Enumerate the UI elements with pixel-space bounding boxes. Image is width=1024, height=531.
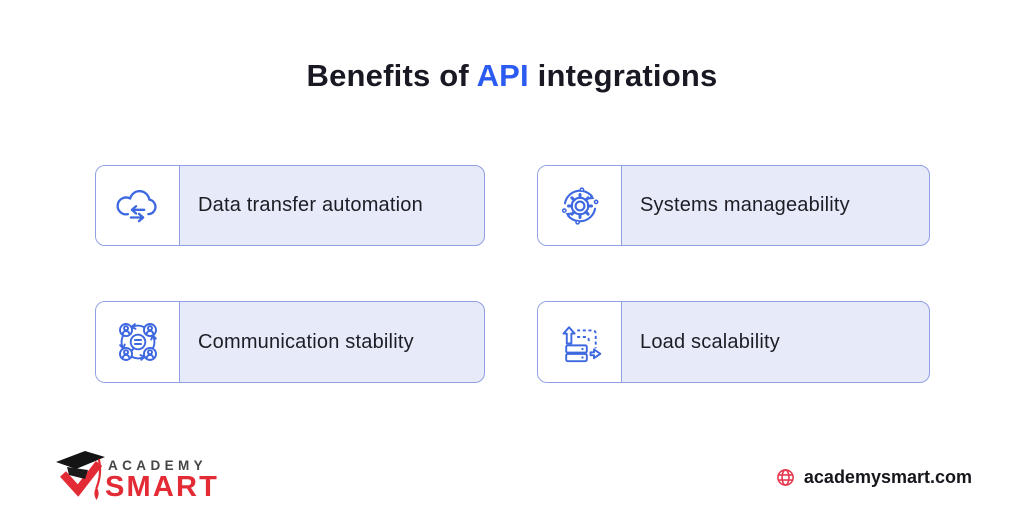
benefit-card-load-scalability: Load scalability: [537, 301, 930, 383]
logo-text-smart: SMART: [105, 471, 220, 503]
benefit-card-data-transfer: Data transfer automation: [95, 165, 485, 246]
benefit-card-communication-stability: Communication stability: [95, 301, 485, 383]
card-icon-box: [538, 302, 622, 382]
title-prefix: Benefits of: [306, 58, 477, 93]
card-icon-box: [96, 302, 180, 382]
title-suffix: integrations: [528, 58, 718, 93]
card-icon-box: [96, 166, 180, 245]
benefit-card-label: Data transfer automation: [198, 194, 423, 216]
page-title: Benefits of API integrations: [0, 58, 1024, 94]
graduation-cap-icon: [56, 451, 105, 500]
title-highlight: API: [476, 58, 529, 93]
website-link[interactable]: academysmart.com: [776, 467, 972, 488]
benefit-card-systems-manageability: Systems manageability: [537, 165, 930, 246]
benefit-card-label: Systems manageability: [640, 194, 850, 216]
benefit-card-label: Communication stability: [198, 330, 414, 353]
academy-smart-logo: ACADEMY SMART: [55, 444, 250, 516]
globe-icon: [777, 469, 794, 486]
people-communication-icon: [118, 323, 157, 361]
cloud-transfer-icon: [116, 189, 157, 222]
server-scaling-icon: [562, 326, 601, 363]
gear-sync-icon: [561, 186, 598, 225]
card-icon-box: [538, 166, 622, 245]
website-text: academysmart.com: [803, 467, 972, 487]
benefit-card-label: Load scalability: [640, 330, 780, 353]
logo-text-academy: ACADEMY: [108, 458, 208, 473]
